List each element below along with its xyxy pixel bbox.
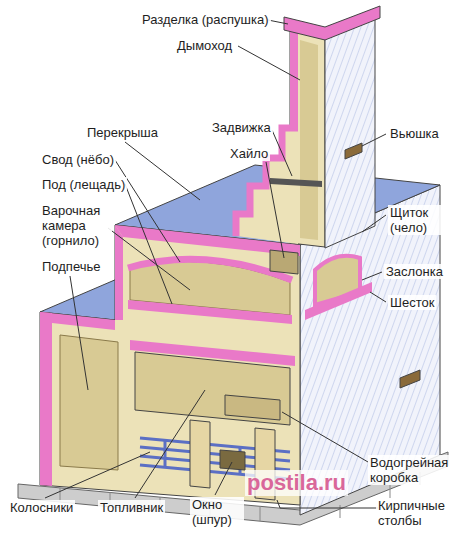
section-face	[40, 225, 300, 505]
part-label: Дымоход	[175, 38, 234, 53]
part-label: Вьюшка	[388, 126, 441, 141]
leader-line	[272, 130, 292, 176]
leader-line	[135, 390, 205, 498]
throat	[270, 250, 298, 274]
part-label: Окно (шпур)	[190, 497, 244, 527]
watermark: postila.ru	[245, 470, 348, 496]
brick-pillar	[190, 420, 210, 488]
wall	[115, 225, 123, 320]
leader-line	[370, 292, 386, 302]
small-door	[400, 370, 420, 388]
water-box	[225, 395, 280, 420]
leader-line	[45, 452, 150, 498]
shelf	[305, 282, 372, 320]
vault	[128, 259, 292, 280]
part-label: Подпечье	[40, 259, 103, 274]
part-label: Щиток (чело)	[388, 205, 444, 235]
hearth-floor	[128, 300, 292, 324]
part-label: Свод (нёбо)	[40, 152, 116, 167]
part-label: Топливник	[98, 500, 165, 515]
under-oven-niche	[60, 335, 118, 470]
leader-line	[266, 162, 284, 258]
leader-line	[362, 134, 386, 146]
chimney-wall	[290, 30, 298, 130]
firebox	[135, 352, 290, 425]
part-label: Под (лещадь)	[40, 177, 127, 192]
flue	[300, 40, 318, 240]
slide-damper	[270, 178, 322, 187]
flue-valve	[345, 143, 362, 159]
leader-line	[277, 500, 378, 508]
part-label: Задвижка	[210, 120, 273, 135]
part-label: Разделка (распушка)	[140, 12, 271, 27]
leader-line	[362, 215, 386, 232]
leader-line	[282, 412, 368, 462]
part-label: Варочная камера (горнило)	[40, 203, 112, 248]
leader-line	[70, 276, 88, 390]
leader-line	[125, 142, 200, 200]
vent-opening	[220, 450, 245, 470]
part-label: Шесток	[388, 295, 436, 310]
part-label: Водогрейная коробка	[368, 455, 456, 485]
part-label: Хайло	[228, 146, 270, 161]
part-label: Кирпичные столбы	[376, 498, 456, 528]
part-label: Заслонка	[384, 264, 445, 279]
leader-line	[268, 20, 288, 24]
wall	[40, 312, 52, 486]
leader-line	[238, 46, 300, 80]
leader-line	[125, 184, 172, 304]
chimney-cap	[284, 6, 380, 40]
leader-line	[108, 228, 190, 290]
leader-line	[115, 160, 180, 262]
leader-line	[215, 462, 232, 495]
chimney-front	[325, 12, 375, 248]
part-label: Перекрыша	[85, 125, 160, 140]
leader-line	[362, 272, 382, 280]
part-label: Колосники	[8, 500, 75, 515]
